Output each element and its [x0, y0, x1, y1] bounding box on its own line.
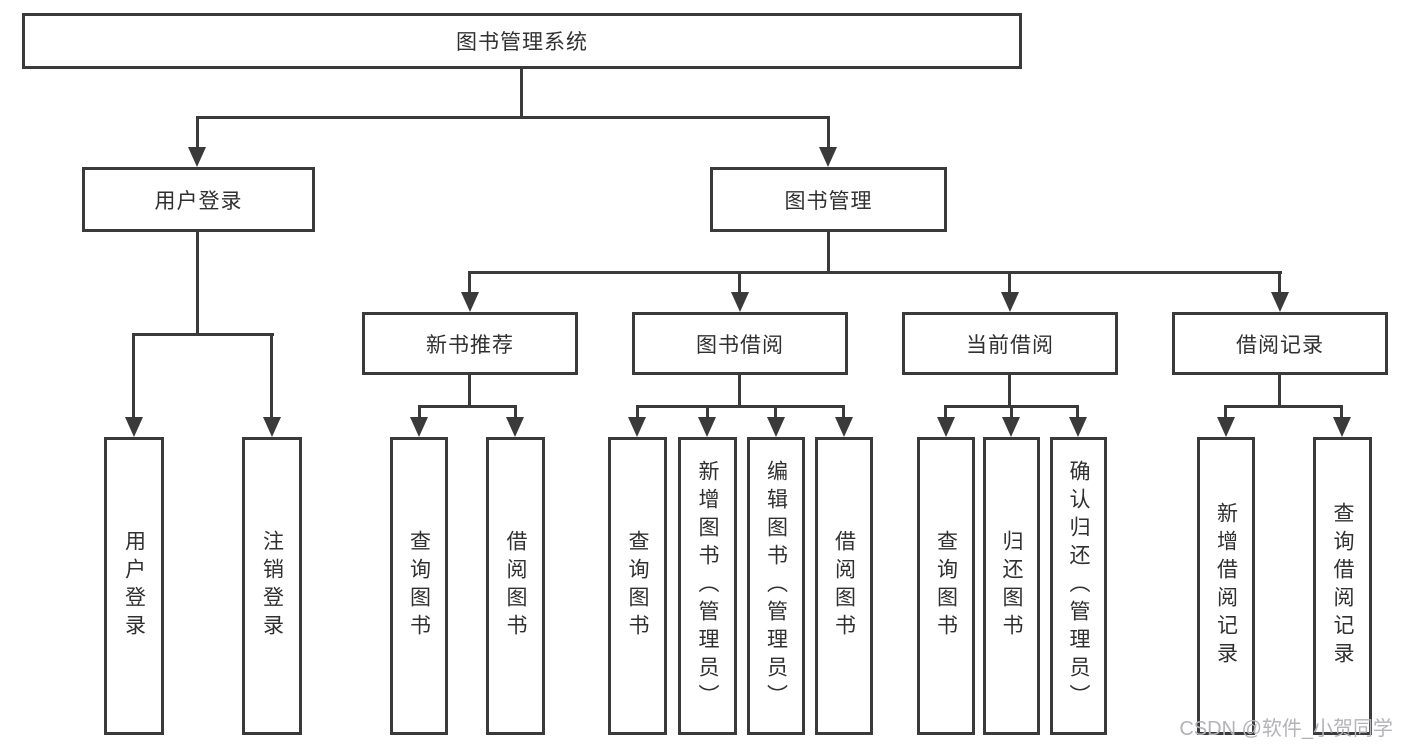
connector-user-group-bar — [133, 333, 274, 336]
leaf-confirm-return-admin: 确认归还（管理员） — [1050, 437, 1107, 735]
arrowhead-down-icon — [410, 417, 428, 437]
connector-leaf-stem — [944, 405, 947, 419]
connector-l3-stem — [1278, 271, 1281, 293]
connector-book-mgmt-stem — [827, 116, 830, 148]
arrowhead-down-icon — [628, 417, 646, 437]
connector-book-group-stem — [827, 232, 830, 274]
connector-leaf-stem — [1010, 405, 1013, 419]
node-label: 借阅图书 — [832, 530, 856, 642]
connector-group-stem — [1008, 374, 1011, 407]
connector-group-stem — [738, 374, 741, 407]
arrowhead-down-icon — [1217, 417, 1235, 437]
connector-leaf-stem — [1076, 405, 1079, 419]
connector-user-login-stem — [196, 116, 199, 148]
arrowhead-down-icon — [819, 147, 837, 167]
leaf-add-books-admin: 新增图书（管理员） — [678, 437, 737, 735]
connector-leaf-stem — [1340, 405, 1343, 419]
node-label: 新书推荐 — [426, 333, 514, 357]
connector-user-group-stem — [196, 232, 199, 336]
connector-group-bar — [418, 405, 517, 408]
connector-leaf-stem — [418, 405, 421, 419]
node-label: 新增借阅记录 — [1214, 502, 1238, 670]
arrowhead-down-icon — [698, 417, 716, 437]
node-library-management-system: 图书管理系统 — [22, 13, 1022, 69]
connector-leaf-stem — [270, 333, 273, 419]
connector-leaf-stem — [636, 405, 639, 419]
arrowhead-down-icon — [263, 417, 281, 437]
node-label: 注销登录 — [260, 530, 284, 642]
node-label: 图书管理系统 — [456, 31, 588, 54]
arrowhead-down-icon — [937, 417, 955, 437]
leaf-add-borrow-record: 新增借阅记录 — [1197, 437, 1255, 735]
connector-l3-stem — [468, 271, 471, 293]
leaf-logout: 注销登录 — [242, 437, 302, 735]
node-label: 用户登录 — [154, 189, 243, 213]
connector-book-group-bar — [468, 271, 1282, 274]
arrowhead-down-icon — [1333, 417, 1351, 437]
connector-group-bar — [636, 405, 845, 408]
node-label: 借阅图书 — [504, 530, 527, 642]
connector-leaf-stem — [774, 405, 777, 419]
connector-leaf-stem — [514, 405, 517, 419]
node-label: 借阅记录 — [1236, 333, 1324, 357]
node-label: 图书管理 — [784, 189, 873, 213]
connector-leaf-stem — [1224, 405, 1227, 419]
node-label: 用户登录 — [122, 530, 146, 642]
arrowhead-down-icon — [188, 147, 206, 167]
leaf-borrow-books-borrow: 借阅图书 — [815, 437, 873, 735]
node-current-borrowing: 当前借阅 — [902, 312, 1118, 375]
node-label: 当前借阅 — [966, 333, 1054, 357]
node-label: 图书借阅 — [696, 333, 784, 357]
leaf-query-books-recommend: 查询图书 — [390, 437, 448, 735]
arrowhead-down-icon — [767, 417, 785, 437]
arrowhead-down-icon — [1002, 417, 1020, 437]
arrowhead-down-icon — [125, 417, 143, 437]
node-borrowing-records: 借阅记录 — [1172, 312, 1388, 375]
arrowhead-down-icon — [1001, 292, 1019, 312]
leaf-edit-books-admin: 编辑图书（管理员） — [747, 437, 805, 735]
leaf-return-books: 归还图书 — [983, 437, 1040, 735]
leaf-query-books-current: 查询图书 — [917, 437, 975, 735]
node-book-management: 图书管理 — [710, 167, 947, 232]
arrowhead-down-icon — [461, 292, 479, 312]
node-new-book-recommendation: 新书推荐 — [362, 312, 578, 375]
connector-root-bar — [196, 116, 830, 119]
leaf-query-borrow-record: 查询借阅记录 — [1313, 437, 1372, 735]
connector-l3-stem — [1008, 271, 1011, 293]
node-user-login: 用户登录 — [82, 167, 315, 232]
arrowhead-down-icon — [1271, 292, 1289, 312]
leaf-user-login: 用户登录 — [104, 437, 164, 735]
connector-root-stem — [520, 69, 523, 119]
connector-leaf-stem — [706, 405, 709, 419]
arrowhead-down-icon — [1069, 417, 1087, 437]
watermark-csdn: CSDN @软件_小贺同学 — [1179, 718, 1393, 740]
node-label: 查询图书 — [934, 530, 958, 642]
connector-l3-stem — [738, 271, 741, 293]
connector-leaf-stem — [132, 333, 135, 419]
node-book-borrowing: 图书借阅 — [632, 312, 848, 375]
connector-group-stem — [468, 374, 471, 407]
node-label: 查询借阅记录 — [1331, 502, 1354, 670]
node-label: 查询图书 — [626, 530, 649, 642]
connector-leaf-stem — [842, 405, 845, 419]
leaf-borrow-books-recommend: 借阅图书 — [486, 437, 545, 735]
node-label: 归还图书 — [1000, 530, 1023, 642]
node-label: 查询图书 — [407, 530, 431, 642]
arrowhead-down-icon — [506, 417, 524, 437]
node-label: 编辑图书（管理员） — [764, 460, 788, 712]
connector-group-bar — [1224, 405, 1343, 408]
node-label: 新增图书（管理员） — [696, 460, 719, 712]
connector-group-stem — [1278, 374, 1281, 407]
arrowhead-down-icon — [835, 417, 853, 437]
arrowhead-down-icon — [731, 292, 749, 312]
leaf-query-books-borrow: 查询图书 — [608, 437, 667, 735]
node-label: 确认归还（管理员） — [1067, 460, 1090, 712]
